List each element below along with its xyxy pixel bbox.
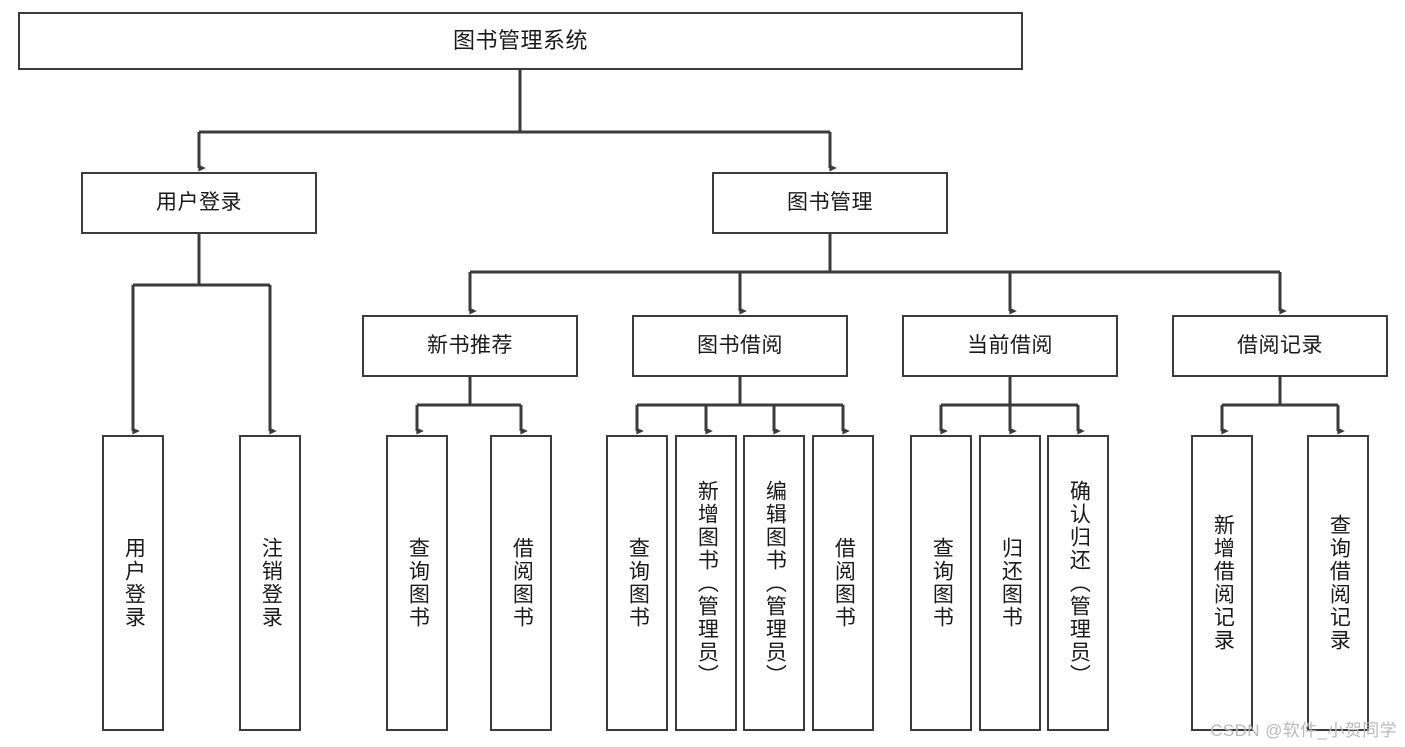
leaf-current-borrow-return-label: 归还图书 <box>999 537 1023 629</box>
leaf-current-borrow-confirm-label: 确认归还（管理员） <box>1067 479 1091 687</box>
leaf-borrow-record-add[interactable]: 新增借阅记录 <box>1191 435 1253 731</box>
leaf-user-login-login[interactable]: 用户登录 <box>102 435 164 731</box>
leaf-user-login-login-label: 用户登录 <box>122 537 146 629</box>
leaf-current-borrow-query-label: 查询图书 <box>930 537 954 629</box>
node-borrow-record-label: 借阅记录 <box>1237 334 1323 358</box>
node-borrow-record[interactable]: 借阅记录 <box>1172 315 1388 377</box>
leaf-user-login-logout[interactable]: 注销登录 <box>239 435 301 731</box>
node-book-manage[interactable]: 图书管理 <box>712 172 948 234</box>
node-user-login-label: 用户登录 <box>156 191 242 215</box>
node-user-login[interactable]: 用户登录 <box>81 172 317 234</box>
leaf-current-borrow-query[interactable]: 查询图书 <box>910 435 972 731</box>
leaf-current-borrow-confirm[interactable]: 确认归还（管理员） <box>1047 435 1109 731</box>
node-current-borrow[interactable]: 当前借阅 <box>902 315 1118 377</box>
leaf-borrow-record-query[interactable]: 查询借阅记录 <box>1307 435 1369 731</box>
node-root[interactable]: 图书管理系统 <box>18 12 1023 70</box>
node-new-book-recommend-label: 新书推荐 <box>427 334 513 358</box>
csdn-watermark: CSDN @软件_小贺同学 <box>1210 721 1397 740</box>
leaf-new-book-query[interactable]: 查询图书 <box>386 435 448 731</box>
leaf-book-borrow-query[interactable]: 查询图书 <box>606 435 668 731</box>
leaf-book-borrow-edit-label: 编辑图书（管理员） <box>763 479 787 687</box>
leaf-new-book-borrow-label: 借阅图书 <box>510 537 534 629</box>
leaf-book-borrow-borrow[interactable]: 借阅图书 <box>812 435 874 731</box>
leaf-user-login-logout-label: 注销登录 <box>259 537 283 629</box>
leaf-book-borrow-add-label: 新增图书（管理员） <box>695 479 719 687</box>
leaf-book-borrow-edit[interactable]: 编辑图书（管理员） <box>743 435 805 731</box>
leaf-current-borrow-return[interactable]: 归还图书 <box>979 435 1041 731</box>
node-book-borrow[interactable]: 图书借阅 <box>632 315 848 377</box>
leaf-book-borrow-query-label: 查询图书 <box>626 537 650 629</box>
node-current-borrow-label: 当前借阅 <box>967 334 1053 358</box>
leaf-book-borrow-add[interactable]: 新增图书（管理员） <box>675 435 737 731</box>
node-root-label: 图书管理系统 <box>452 27 588 53</box>
leaf-book-borrow-borrow-label: 借阅图书 <box>832 537 856 629</box>
leaf-borrow-record-add-label: 新增借阅记录 <box>1211 514 1235 652</box>
node-new-book-recommend[interactable]: 新书推荐 <box>362 315 578 377</box>
node-book-manage-label: 图书管理 <box>787 191 873 215</box>
leaf-new-book-borrow[interactable]: 借阅图书 <box>490 435 552 731</box>
node-book-borrow-label: 图书借阅 <box>697 334 783 358</box>
leaf-new-book-query-label: 查询图书 <box>406 537 430 629</box>
leaf-borrow-record-query-label: 查询借阅记录 <box>1327 514 1351 652</box>
